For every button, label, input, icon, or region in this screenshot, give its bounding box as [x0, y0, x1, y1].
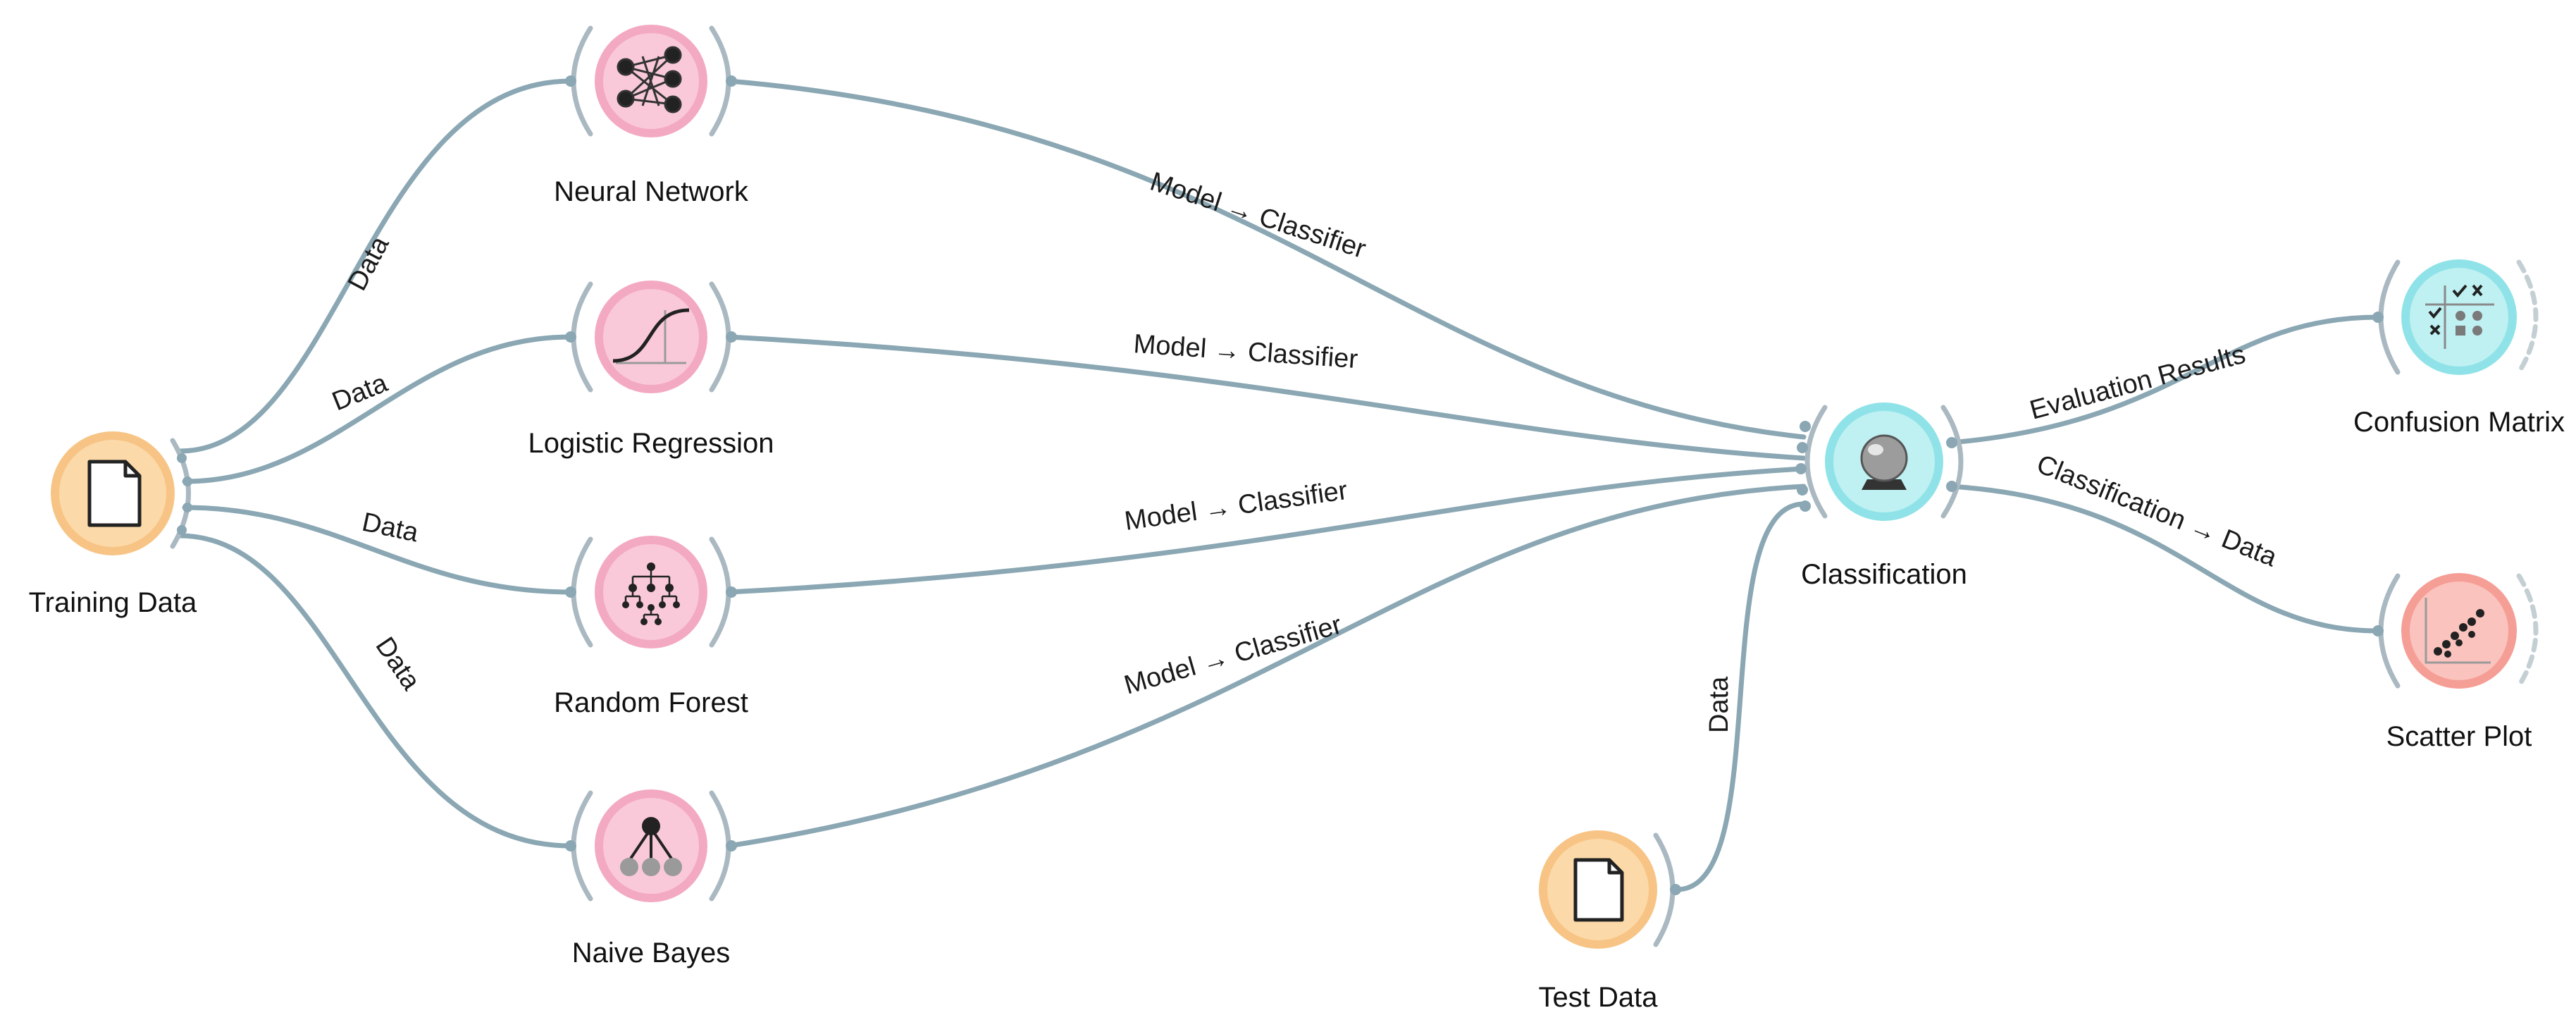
link-label-training-nn: Data — [342, 231, 395, 295]
output-port[interactable] — [182, 476, 192, 486]
link-label-class-cm: Evaluation Results — [2026, 340, 2248, 426]
node-scatter-plot[interactable]: Scatter Plot — [2372, 573, 2539, 752]
node-training-data[interactable]: Training Data — [29, 431, 197, 618]
node-label-confusion-matrix: Confusion Matrix — [2353, 407, 2565, 438]
input-port[interactable] — [565, 840, 576, 851]
node-label-random-forest: Random Forest — [554, 687, 748, 718]
node-label-logistic-regression: Logistic Regression — [528, 428, 774, 459]
output-port[interactable] — [177, 525, 187, 535]
output-port[interactable] — [182, 503, 192, 512]
link-test-data-to-classification[interactable] — [1674, 501, 1807, 892]
input-port[interactable] — [1800, 421, 1811, 432]
file-icon — [87, 460, 142, 527]
link-training-to-naive-bayes[interactable] — [177, 533, 574, 849]
node-label-scatter-plot: Scatter Plot — [2386, 721, 2532, 752]
node-classification[interactable]: Classification — [1795, 402, 1967, 590]
link-classification-to-confusion-matrix[interactable] — [1948, 314, 2381, 445]
node-label-test-data: Test Data — [1539, 982, 1659, 1013]
scatter-plot-icon — [2425, 598, 2491, 664]
output-port[interactable] — [1670, 884, 1681, 895]
link-label-class-sp: Classification → Data — [2033, 449, 2281, 572]
node-random-forest[interactable]: Random Forest — [554, 536, 748, 718]
output-arc — [2516, 573, 2539, 689]
input-port[interactable] — [565, 586, 576, 598]
node-scatter-plot-face — [2410, 582, 2508, 680]
file-icon — [1573, 858, 1624, 922]
output-arc — [1940, 405, 1964, 519]
node-logistic-regression[interactable]: Logistic Regression — [528, 281, 774, 459]
link-label-nn-class: Model → Classifier — [1146, 167, 1370, 265]
link-label-training-lr: Data — [328, 368, 392, 417]
svg-text:Model → Classifier: Model → Classifier — [1146, 167, 1370, 265]
output-port[interactable] — [1946, 437, 1957, 448]
input-port[interactable] — [1800, 500, 1811, 512]
link-training-to-random-forest[interactable] — [182, 505, 574, 595]
output-port[interactable] — [1946, 481, 1957, 492]
output-port[interactable] — [726, 75, 737, 87]
link-classification-to-scatter-plot[interactable] — [1948, 484, 2381, 634]
link-naive-bayes-to-classification[interactable] — [726, 484, 1807, 849]
link-training-to-neural-network[interactable] — [177, 78, 574, 454]
link-random-forest-to-classification[interactable] — [726, 466, 1807, 595]
node-neural-network[interactable]: Neural Network — [554, 25, 749, 207]
svg-text:Model → Classifier: Model → Classifier — [1132, 329, 1358, 374]
input-port[interactable] — [1797, 484, 1808, 496]
link-label-rf-class: Model → Classifier — [1122, 476, 1349, 536]
input-port[interactable] — [2372, 625, 2384, 637]
svg-text:Model → Classifier: Model → Classifier — [1122, 476, 1349, 536]
node-label-training-data: Training Data — [29, 587, 197, 618]
output-arc — [2516, 259, 2539, 375]
node-label-neural-network: Neural Network — [554, 176, 749, 207]
svg-text:Classification → Data: Classification → Data — [2033, 449, 2281, 572]
node-confusion-matrix[interactable]: Confusion Matrix — [2353, 259, 2565, 438]
links-layer — [177, 78, 2381, 892]
node-label-naive-bayes: Naive Bayes — [572, 937, 731, 968]
output-port[interactable] — [726, 331, 737, 343]
crystal-ball-icon — [1860, 434, 1908, 490]
input-port[interactable] — [2372, 312, 2384, 323]
link-label-lr-class: Model → Classifier — [1132, 329, 1358, 374]
tree-icon — [622, 562, 680, 625]
input-port[interactable] — [565, 331, 576, 343]
link-label-training-rf: Data — [359, 508, 421, 548]
link-logistic-regression-to-classification[interactable] — [726, 334, 1807, 461]
input-port[interactable] — [1797, 442, 1808, 453]
input-port[interactable] — [1795, 463, 1807, 474]
sigmoid-curve-icon — [612, 308, 690, 364]
input-arc — [1804, 405, 1828, 519]
node-label-classification: Classification — [1801, 559, 1967, 590]
node-test-data[interactable]: Test Data — [1539, 830, 1681, 1013]
node-naive-bayes[interactable]: Naive Bayes — [565, 789, 737, 968]
confusion-matrix-icon — [2425, 284, 2494, 349]
neural-network-icon — [617, 46, 682, 113]
link-neural-network-to-classification[interactable] — [726, 78, 1807, 440]
link-label-test-class: Data — [1704, 676, 1734, 733]
output-port[interactable] — [726, 586, 737, 598]
bayes-network-icon — [620, 817, 682, 876]
output-port[interactable] — [726, 840, 737, 851]
link-label-training-nb: Data — [370, 632, 426, 696]
input-port[interactable] — [565, 75, 576, 87]
link-training-to-logistic-regression[interactable] — [182, 334, 574, 484]
output-port[interactable] — [177, 453, 187, 463]
